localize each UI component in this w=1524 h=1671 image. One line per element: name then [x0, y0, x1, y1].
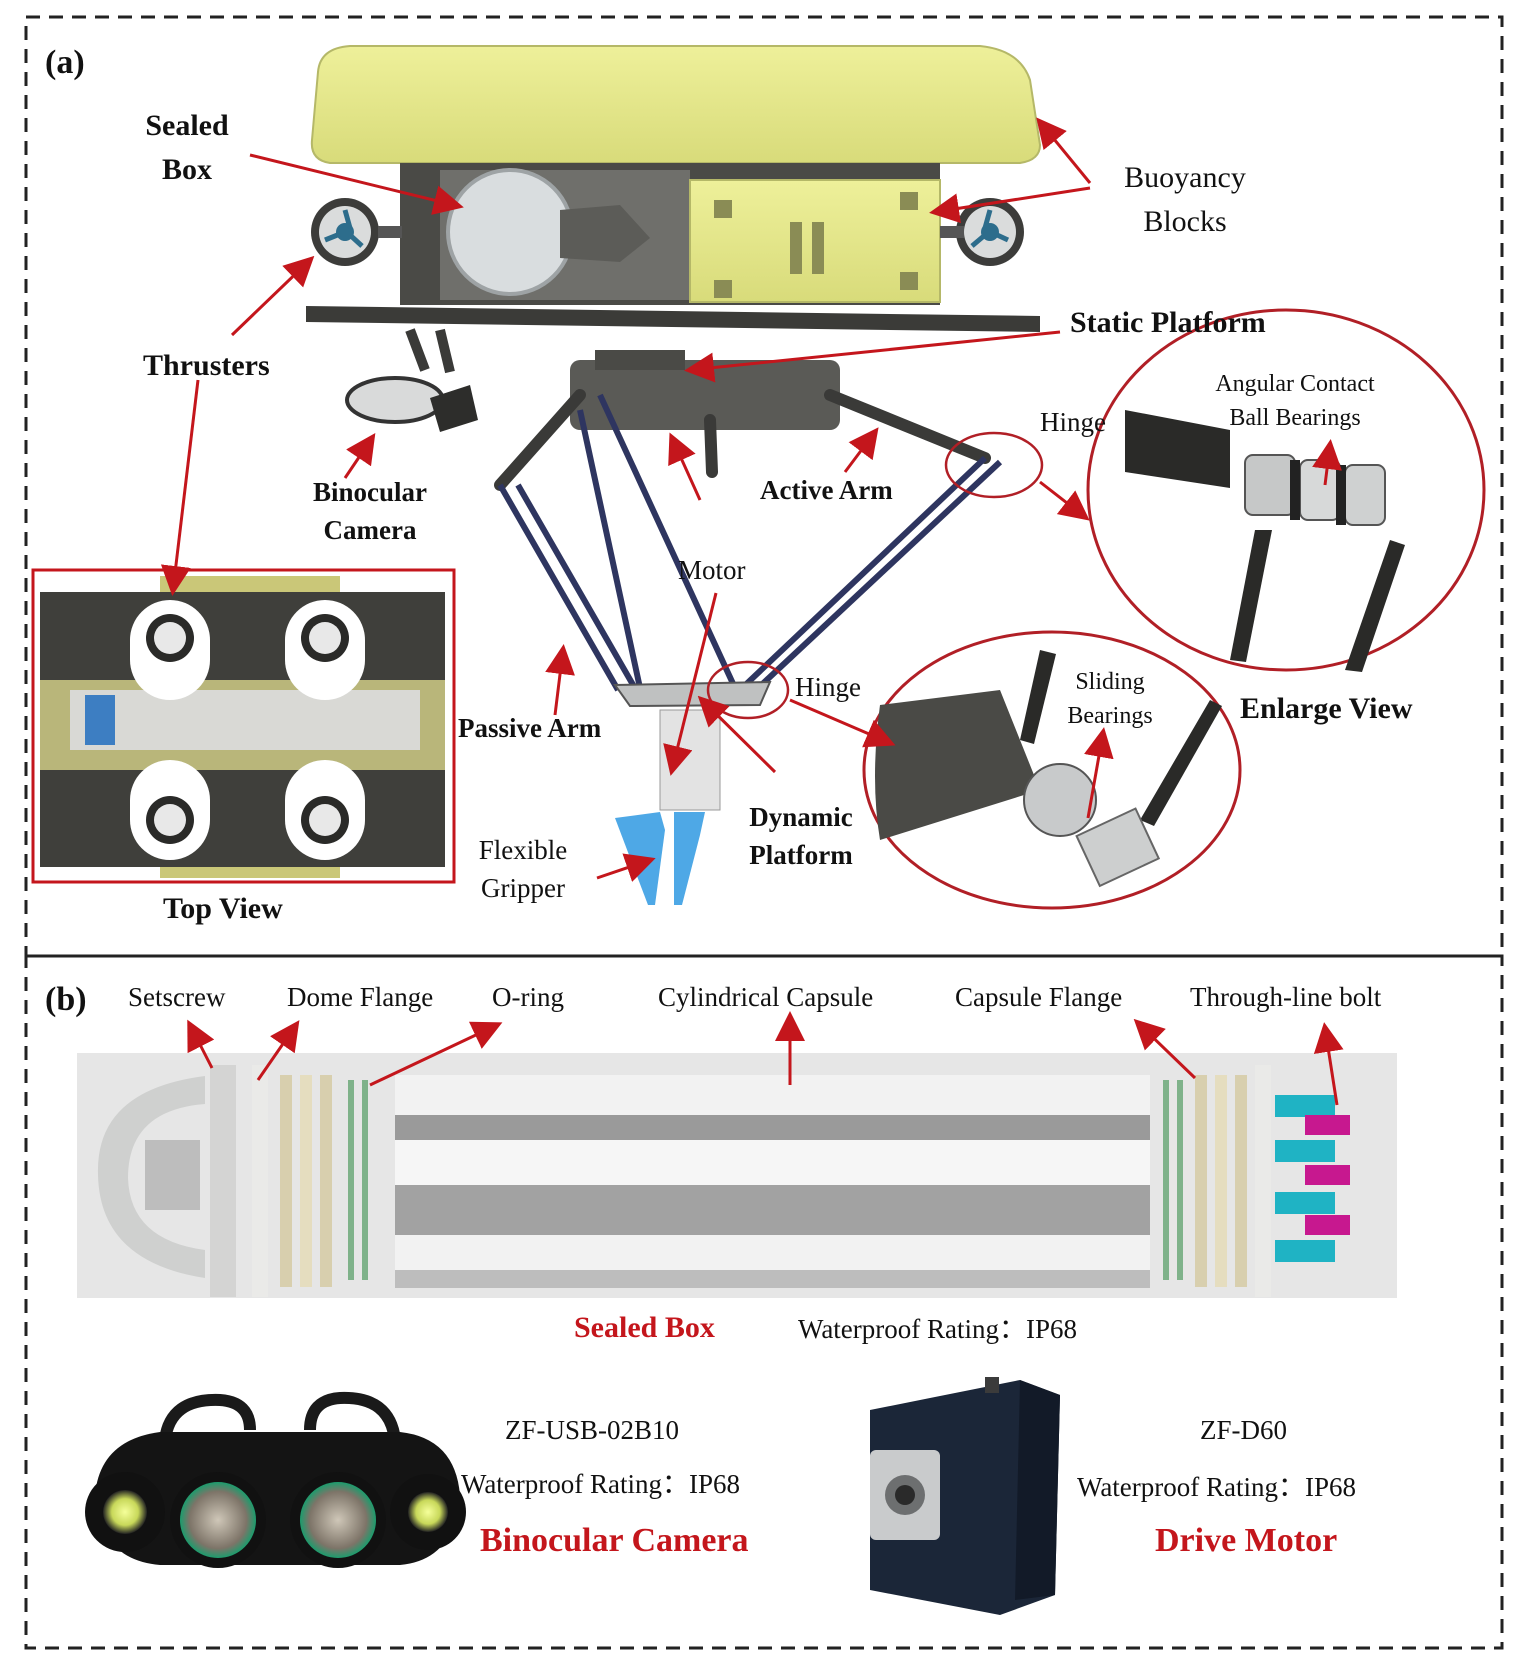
panel-a-arrows — [160, 117, 1342, 882]
label-o-ring: O-ring — [492, 982, 564, 1012]
label-motor-name: Drive Motor — [1155, 1522, 1338, 1559]
label-cylindrical-capsule: Cylindrical Capsule — [658, 982, 874, 1012]
buoyancy-block-top — [310, 45, 1042, 164]
dynamic-platform — [613, 680, 772, 708]
label-thrusters: Thrusters — [143, 349, 270, 382]
label-sliding-bearings-line2: Bearings — [1067, 703, 1153, 729]
label-sealed-box-line2: Box — [161, 153, 212, 186]
dome-flange — [210, 1065, 332, 1297]
panel-b-tag: (b) — [45, 981, 87, 1018]
dome — [97, 1076, 205, 1278]
hinge-lower-highlight — [706, 660, 790, 720]
label-dynamic-platform-line1: Dynamic — [749, 802, 853, 832]
active-arms — [494, 389, 991, 491]
o-rings-right — [1163, 1080, 1183, 1280]
label-active-arm: Active Arm — [760, 475, 893, 505]
label-binocular-camera-line2: Camera — [323, 515, 417, 545]
passive-arms — [497, 393, 1003, 693]
label-sealed-box-name: Sealed Box — [574, 1311, 715, 1344]
panel-a-tag: (a) — [45, 44, 85, 81]
thruster-left — [311, 198, 402, 266]
label-motor-model: ZF-D60 — [1200, 1415, 1287, 1445]
label-enlarge-view: Enlarge View — [1240, 692, 1413, 725]
label-flexible-gripper-line1: Flexible — [478, 835, 568, 865]
label-dynamic-platform-line2: Platform — [749, 840, 853, 870]
through-line-bolts — [1275, 1095, 1350, 1262]
label-dome-flange: Dome Flange — [287, 982, 434, 1012]
label-flexible-gripper-line2: Gripper — [481, 873, 565, 903]
label-setscrew: Setscrew — [128, 982, 226, 1012]
label-sealed-box-line1: Sealed — [145, 109, 229, 142]
label-motor-rating: Waterproof Rating：IP68 — [1077, 1472, 1357, 1502]
top-view-image — [40, 576, 445, 878]
label-camera-model: ZF-USB-02B10 — [505, 1415, 680, 1445]
cylindrical-capsule — [395, 1075, 1150, 1288]
label-sliding-bearings-line1: Sliding — [1075, 669, 1145, 695]
label-top-view: Top View — [163, 892, 283, 925]
label-camera-name: Binocular Camera — [480, 1522, 749, 1559]
label-binocular-camera-line1: Binocular — [312, 477, 427, 507]
label-angular-contact-line1: Angular Contact — [1215, 371, 1375, 397]
label-motor: Motor — [678, 555, 746, 585]
label-buoyancy-line2: Blocks — [1143, 205, 1227, 238]
label-buoyancy-line1: Buoyancy — [1124, 161, 1246, 194]
binocular-camera-small — [345, 328, 478, 432]
flexible-gripper — [615, 812, 705, 905]
panel-b-border — [24, 954, 1504, 1650]
drive-motor-product — [870, 1377, 1060, 1615]
label-capsule-flange: Capsule Flange — [955, 982, 1123, 1012]
label-hinge-upper: Hinge — [1040, 407, 1106, 437]
static-platform-plate — [306, 306, 1040, 332]
thruster-right — [940, 198, 1024, 266]
label-through-line-bolt: Through-line bolt — [1190, 982, 1382, 1012]
camera-pod — [560, 205, 650, 262]
label-camera-rating: Waterproof Rating：IP68 — [461, 1469, 741, 1499]
capsule-flange — [1195, 1065, 1271, 1297]
label-hinge-lower: Hinge — [795, 672, 861, 702]
dome-window — [446, 168, 574, 296]
hinge-upper-highlight — [944, 431, 1044, 499]
label-angular-contact-line2: Ball Bearings — [1229, 405, 1361, 431]
label-sealed-box-rating: Waterproof Rating：IP68 — [798, 1314, 1078, 1344]
binocular-camera-product — [85, 1391, 466, 1568]
o-rings-left — [348, 1080, 368, 1280]
label-static-platform: Static Platform — [1070, 306, 1266, 339]
panel-b-arrows — [187, 1011, 1344, 1106]
motor-housing — [570, 360, 840, 430]
label-passive-arm: Passive Arm — [458, 713, 602, 743]
